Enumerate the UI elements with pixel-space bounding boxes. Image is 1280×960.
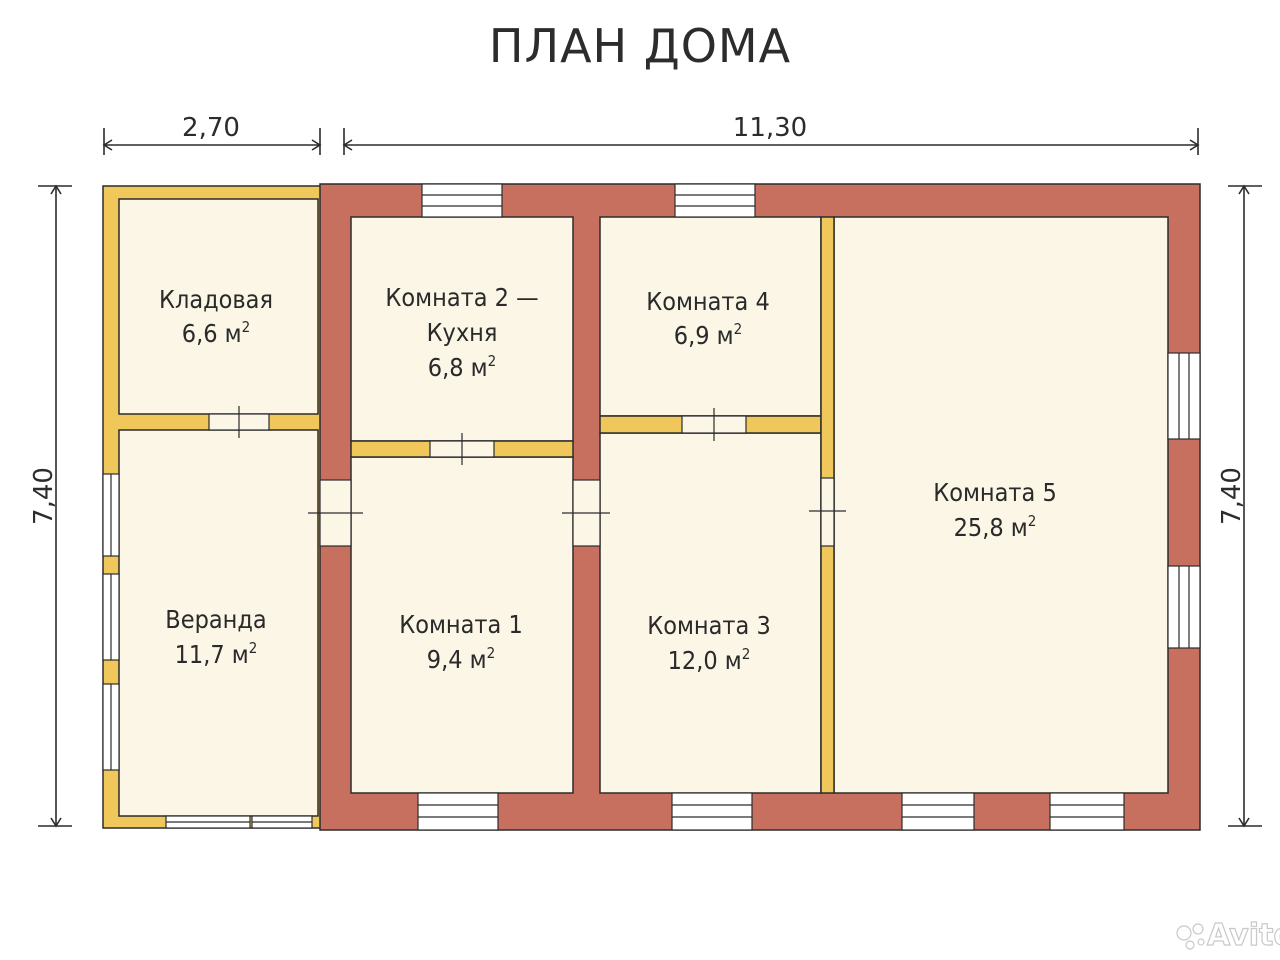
window-top-room4 (674, 183, 756, 218)
window-bottom-room5-right (1049, 792, 1125, 831)
house-brick-walls (319, 183, 1201, 831)
plan-title: ПЛАН ДОМА (489, 19, 791, 73)
dimension-veranda-width (102, 128, 322, 155)
room-5-name: Комната 5 (933, 478, 1057, 507)
window-right-upper (1167, 352, 1201, 440)
dimension-label-height-right: 7,40 (1217, 467, 1247, 525)
room-storage-area: 6,6 м2 (182, 318, 250, 348)
dimension-house-width (342, 128, 1200, 155)
window-veranda-left-1 (102, 473, 120, 557)
room-1-name: Комната 1 (399, 610, 523, 639)
door-storage-veranda (208, 406, 270, 438)
window-veranda-left-3 (102, 683, 120, 771)
door-room1-room3 (562, 479, 610, 547)
dimension-label-house-width: 11,30 (733, 113, 807, 143)
room-5: Комната 5 25,8 м2 (933, 478, 1057, 542)
window-right-lower (1167, 565, 1201, 649)
room-1: Комната 1 9,4 м2 (399, 610, 523, 674)
window-bottom-room1 (417, 792, 499, 831)
window-veranda-left-2 (102, 573, 120, 661)
room-kitchen-name: Комната 2 — (385, 283, 538, 312)
room-4-name: Комната 4 (646, 287, 770, 316)
room-veranda: Веранда 11,7 м2 (165, 605, 266, 669)
veranda-frame (102, 185, 322, 829)
door-room4-room3 (681, 408, 747, 441)
room-kitchen-area: 6,8 м2 (428, 352, 496, 382)
avito-watermark: Avito (1176, 917, 1280, 954)
window-veranda-bottom-2 (251, 815, 313, 829)
door-veranda-room1 (308, 479, 363, 547)
room-veranda-area: 11,7 м2 (175, 639, 258, 669)
avito-logo-icon (1176, 925, 1192, 941)
room-kitchen-name-line2: Кухня (427, 318, 498, 347)
doors (208, 406, 846, 547)
room-4-area: 6,9 м2 (674, 320, 742, 350)
door-kitchen-room1 (429, 433, 495, 465)
room-kitchen: Комната 2 — Кухня 6,8 м2 (385, 283, 538, 382)
room-3: Комната 3 12,0 м2 (647, 611, 771, 675)
avito-watermark-text: Avito (1207, 918, 1280, 953)
room-5-area: 25,8 м2 (954, 512, 1037, 542)
dimension-height-left (38, 184, 72, 828)
room-storage: Кладовая 6,6 м2 (159, 285, 273, 348)
dimension-height-right (1228, 184, 1262, 828)
room-1-area: 9,4 м2 (427, 644, 495, 674)
window-bottom-room5-left (901, 792, 975, 831)
window-bottom-room3 (671, 792, 753, 831)
room-4: Комната 4 6,9 м2 (646, 287, 770, 350)
dimension-label-veranda-width: 2,70 (182, 113, 240, 143)
door-room3-room5 (809, 477, 846, 547)
room-3-area: 12,0 м2 (668, 645, 751, 675)
window-top-kitchen (421, 183, 503, 218)
room-storage-name: Кладовая (159, 285, 273, 314)
window-veranda-bottom-1 (165, 815, 251, 829)
windows (102, 183, 1201, 831)
dimension-label-height-left: 7,40 (29, 467, 59, 525)
room-veranda-name: Веранда (165, 605, 266, 634)
room-3-name: Комната 3 (647, 611, 771, 640)
